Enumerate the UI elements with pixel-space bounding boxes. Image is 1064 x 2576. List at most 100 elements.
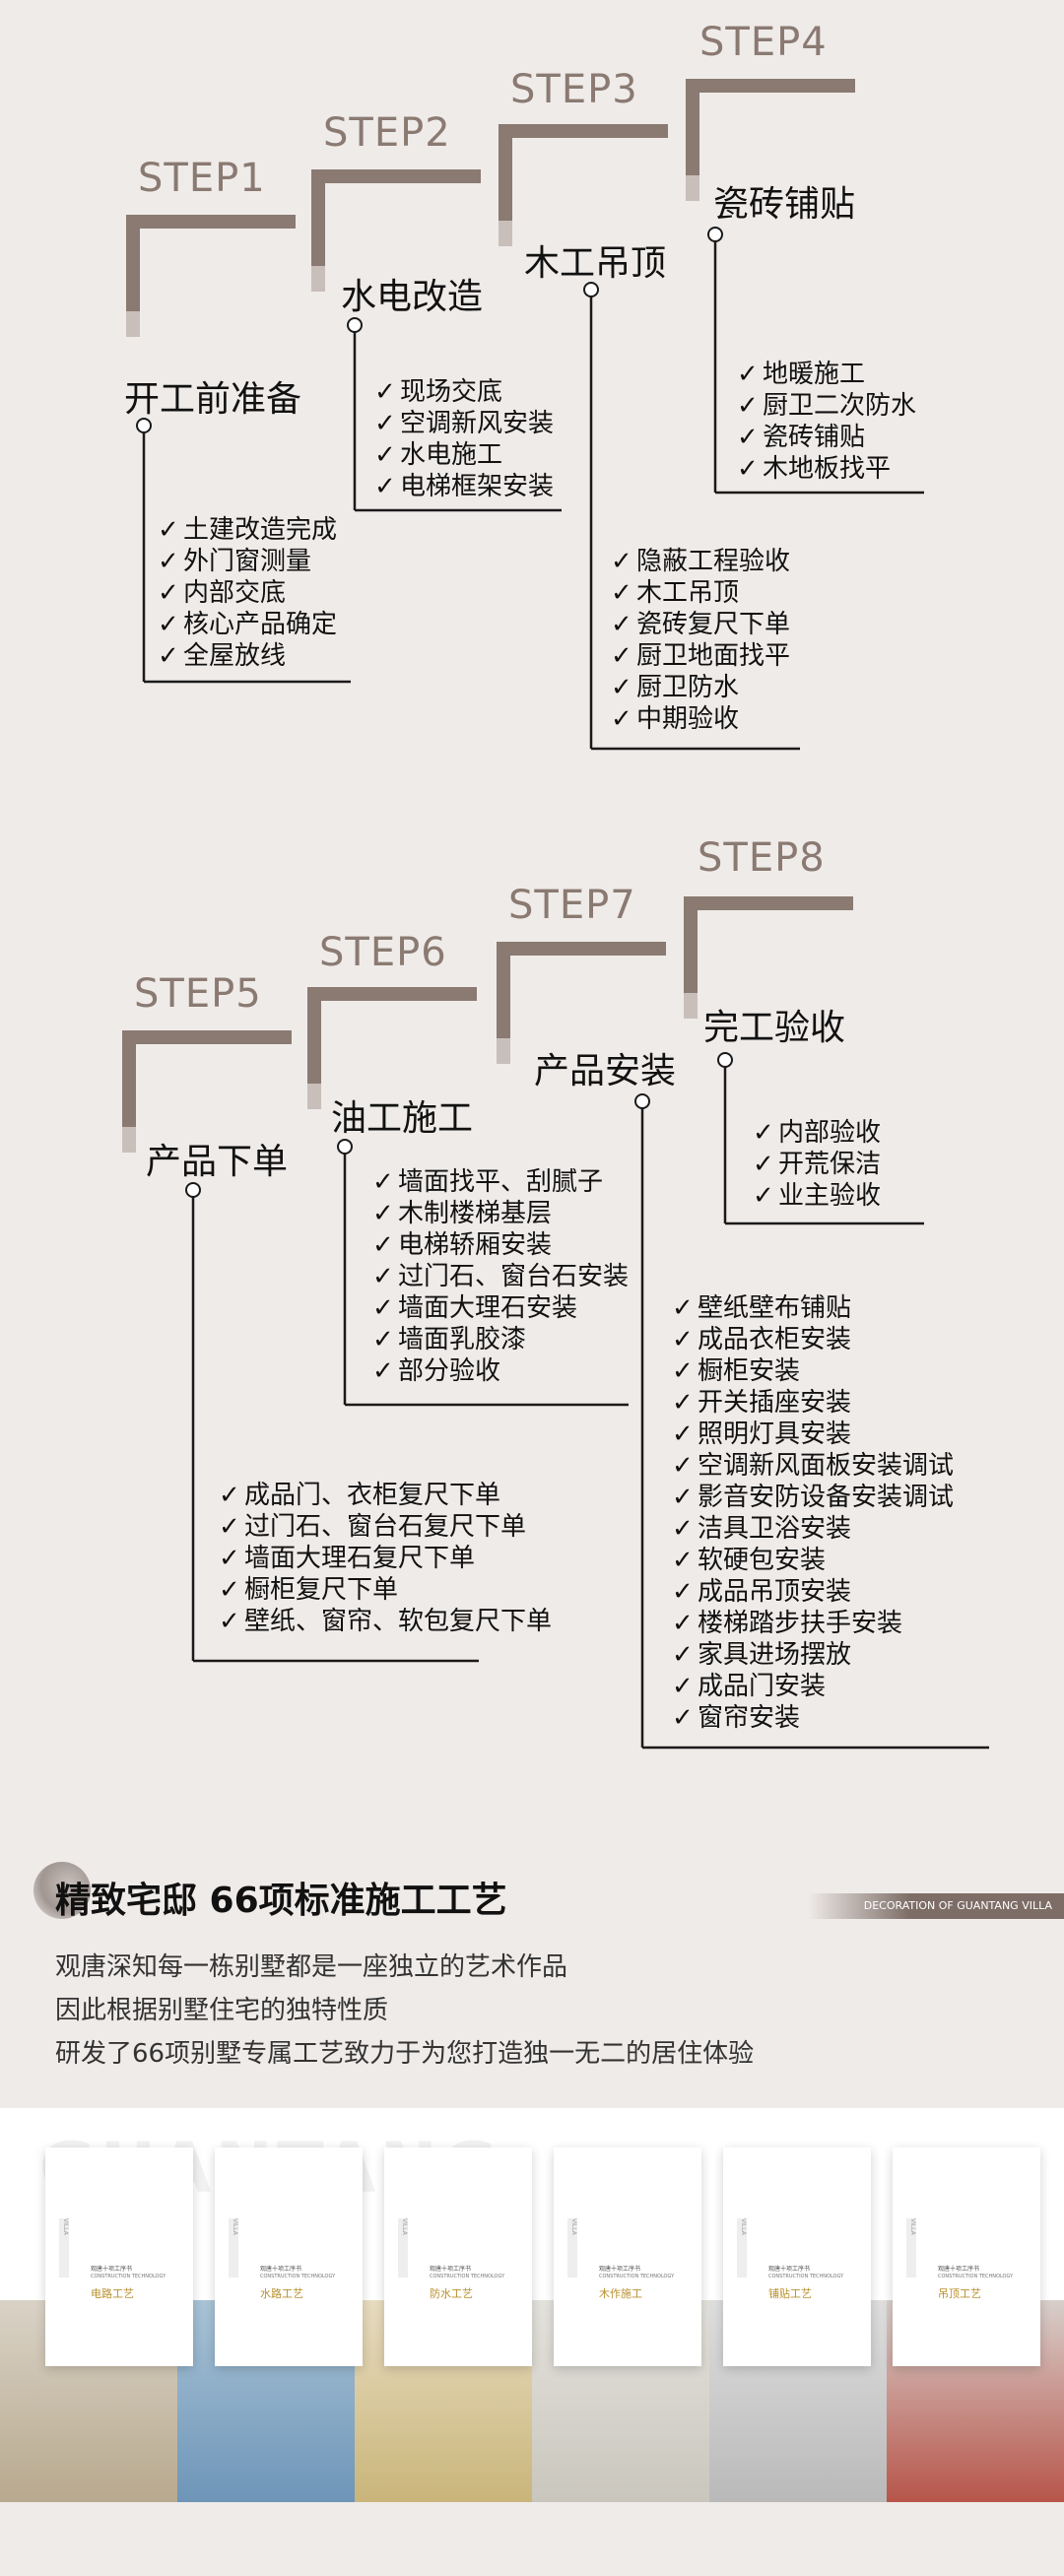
check-icon: ✓ bbox=[372, 1356, 394, 1386]
checklist-item-text: 洁具卫浴安装 bbox=[698, 1514, 852, 1544]
check-icon: ✓ bbox=[372, 1230, 394, 1260]
checklist-item: ✓楼梯踏步扶手安装 bbox=[672, 1608, 954, 1639]
check-icon: ✓ bbox=[611, 578, 632, 608]
checklist-item: ✓墙面乳胶漆 bbox=[372, 1324, 629, 1355]
checklist-item: ✓厨卫防水 bbox=[611, 672, 790, 703]
checklist-item-text: 成品门、衣柜复尺下单 bbox=[244, 1481, 501, 1510]
book-title: 铺贴工艺 bbox=[768, 2287, 812, 2300]
step4-title: 瓷砖铺贴 bbox=[713, 184, 856, 225]
checklist-item-text: 业主验收 bbox=[778, 1181, 882, 1211]
check-icon: ✓ bbox=[672, 1451, 694, 1481]
book-caption: 观唐十项工序书 bbox=[768, 2266, 811, 2273]
step4-bar-fade bbox=[686, 175, 699, 201]
step6-dot bbox=[337, 1139, 353, 1155]
step6-bar-vertical bbox=[307, 987, 321, 1084]
checklist-item: ✓外门窗测量 bbox=[158, 546, 337, 577]
checklist-item-text: 过门石、窗台石安装 bbox=[398, 1262, 630, 1291]
step6-checklist: ✓墙面找平、刮腻子✓木制楼梯基层✓电梯轿厢安装✓过门石、窗台石安装✓墙面大理石安… bbox=[372, 1166, 629, 1387]
step7-label: STEP7 bbox=[508, 883, 636, 928]
step1-bar-horizontal bbox=[126, 215, 296, 229]
checklist-item: ✓成品衣柜安装 bbox=[672, 1324, 954, 1355]
checklist-item: ✓照明灯具安装 bbox=[672, 1419, 954, 1450]
book-title: 电路工艺 bbox=[91, 2287, 134, 2300]
checklist-item: ✓中期验收 bbox=[611, 703, 790, 735]
check-icon: ✓ bbox=[158, 547, 179, 576]
checklist-item-text: 厨卫防水 bbox=[636, 673, 740, 702]
book-caption: 观唐十项工序书 bbox=[938, 2266, 980, 2273]
checklist-item: ✓厨卫地面找平 bbox=[611, 640, 790, 672]
book-spine-caption: VILLA bbox=[229, 2218, 238, 2278]
step7-bar-horizontal bbox=[497, 942, 666, 956]
step8-title: 完工验收 bbox=[703, 1008, 846, 1048]
step3-bar-horizontal bbox=[499, 124, 668, 138]
book-spine-caption: VILLA bbox=[567, 2218, 577, 2278]
check-icon: ✓ bbox=[219, 1512, 240, 1542]
checklist-item: ✓地暖施工 bbox=[737, 359, 916, 390]
checklist-item-text: 家具进场摆放 bbox=[698, 1640, 852, 1670]
book-subcaption: CONSTRUCTION TECHNOLOGY bbox=[430, 2274, 505, 2279]
check-icon: ✓ bbox=[753, 1150, 774, 1179]
checklist-item: ✓隐蔽工程验收 bbox=[611, 546, 790, 577]
step6-title: 油工施工 bbox=[331, 1098, 474, 1139]
book-title: 防水工艺 bbox=[430, 2287, 473, 2300]
checklist-item: ✓过门石、窗台石安装 bbox=[372, 1261, 629, 1292]
step3-label: STEP3 bbox=[510, 67, 638, 112]
book-title: 水路工艺 bbox=[260, 2287, 303, 2300]
check-icon: ✓ bbox=[374, 440, 396, 470]
check-icon: ✓ bbox=[672, 1703, 694, 1733]
check-icon: ✓ bbox=[672, 1609, 694, 1638]
checklist-item: ✓影音安防设备安装调试 bbox=[672, 1482, 954, 1513]
check-icon: ✓ bbox=[753, 1118, 774, 1148]
book-spine-caption: VILLA bbox=[906, 2218, 916, 2278]
checklist-item-text: 内部交底 bbox=[183, 578, 287, 608]
check-icon: ✓ bbox=[372, 1167, 394, 1197]
check-icon: ✓ bbox=[372, 1199, 394, 1228]
checklist-item-text: 窗帘安装 bbox=[698, 1703, 801, 1733]
checklist-item: ✓家具进场摆放 bbox=[672, 1639, 954, 1671]
check-icon: ✓ bbox=[219, 1607, 240, 1636]
step2-checklist: ✓现场交底✓空调新风安装✓水电施工✓电梯框架安装 bbox=[374, 376, 554, 502]
step5-title: 产品下单 bbox=[146, 1142, 289, 1182]
checklist-item: ✓电梯框架安装 bbox=[374, 471, 554, 502]
check-icon: ✓ bbox=[372, 1262, 394, 1291]
step5-bar-fade bbox=[122, 1127, 136, 1153]
book-caption: 观唐十项工序书 bbox=[599, 2266, 641, 2273]
checklist-item-text: 瓷砖复尺下单 bbox=[636, 610, 791, 639]
checklist-item: ✓成品吊顶安装 bbox=[672, 1576, 954, 1608]
step7-title: 产品安装 bbox=[534, 1051, 677, 1091]
step4-label: STEP4 bbox=[699, 20, 828, 65]
checklist-item-text: 土建改造完成 bbox=[183, 515, 338, 545]
checklist-item-text: 核心产品确定 bbox=[183, 610, 338, 639]
checklist-item: ✓核心产品确定 bbox=[158, 609, 337, 640]
check-icon: ✓ bbox=[372, 1325, 394, 1354]
checklist-item-text: 成品门安装 bbox=[698, 1672, 827, 1701]
checklist-item-text: 电梯框架安装 bbox=[400, 472, 555, 501]
checklist-item-text: 开关插座安装 bbox=[698, 1388, 852, 1418]
check-icon: ✓ bbox=[672, 1325, 694, 1354]
section-line-2: 因此根据别墅住宅的独特性质 bbox=[55, 1996, 389, 2025]
checklist-item-text: 橱柜安装 bbox=[698, 1356, 801, 1386]
checklist-item-text: 部分验收 bbox=[398, 1356, 501, 1386]
book-subcaption: CONSTRUCTION TECHNOLOGY bbox=[938, 2274, 1014, 2279]
step8-checklist: ✓内部验收✓开荒保洁✓业主验收 bbox=[753, 1117, 881, 1212]
check-icon: ✓ bbox=[737, 423, 759, 452]
checklist-item-text: 内部验收 bbox=[778, 1118, 882, 1148]
step4-bar-vertical bbox=[686, 79, 699, 175]
checklist-item: ✓橱柜安装 bbox=[672, 1355, 954, 1387]
section-line-1: 观唐深知每一栋别墅都是一座独立的艺术作品 bbox=[55, 1952, 568, 1982]
check-icon: ✓ bbox=[158, 515, 179, 545]
book-subcaption: CONSTRUCTION TECHNOLOGY bbox=[91, 2274, 166, 2279]
step3-bar-vertical bbox=[499, 124, 512, 221]
checklist-item-text: 地暖施工 bbox=[763, 360, 866, 389]
step6-bar-fade bbox=[307, 1084, 321, 1109]
book-title: 吊顶工艺 bbox=[938, 2287, 981, 2300]
step6-bar-horizontal bbox=[307, 987, 477, 1001]
checklist-item: ✓橱柜复尺下单 bbox=[219, 1574, 552, 1606]
checklist-item: ✓部分验收 bbox=[372, 1355, 629, 1387]
check-icon: ✓ bbox=[672, 1420, 694, 1449]
checklist-item-text: 成品衣柜安装 bbox=[698, 1325, 852, 1354]
check-icon: ✓ bbox=[737, 391, 759, 421]
